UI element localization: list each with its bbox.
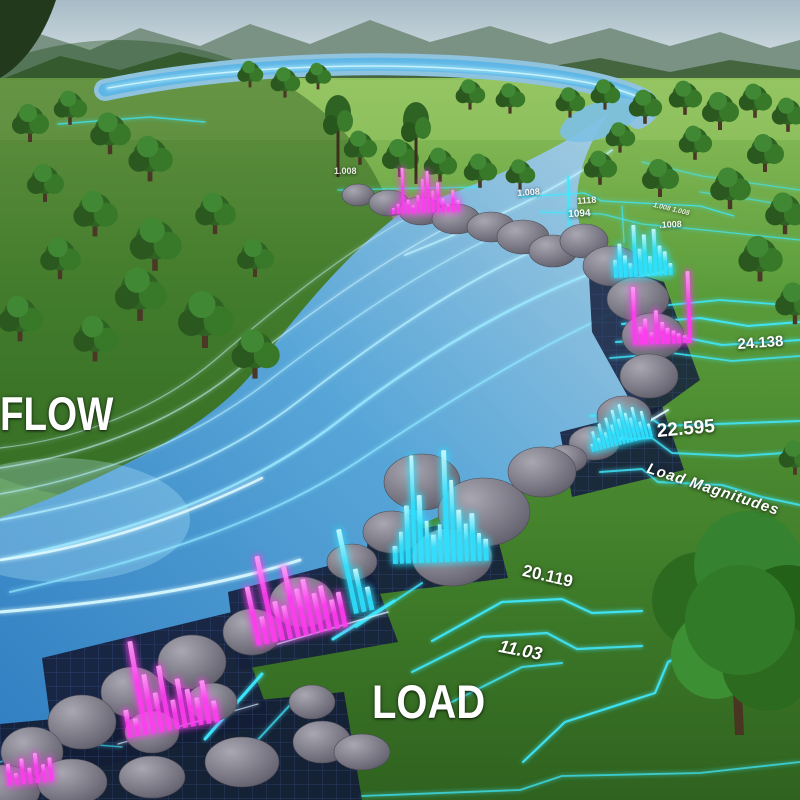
tiny-value-label-4: 1094 [568,207,591,220]
tiny-value-label-3: 1118 [577,194,597,206]
value-label-top-right: 24.138 [737,332,784,353]
tiny-value-label-6: .1008 [659,218,683,230]
load-label: LOAD [372,675,486,728]
tiny-value-label-2: 1.008 [517,186,541,198]
trees [0,60,800,735]
tiny-value-label-1: 1.008 [334,166,357,176]
flow-label: FLOW [0,387,114,440]
large-tree [652,511,800,735]
